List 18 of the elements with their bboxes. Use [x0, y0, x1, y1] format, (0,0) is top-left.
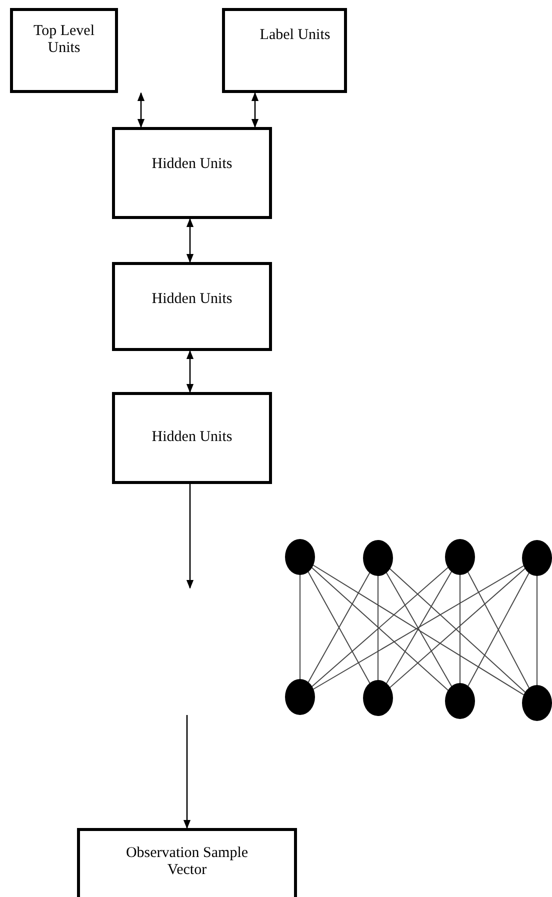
- arrow: [186, 350, 194, 393]
- arrow: [186, 484, 194, 589]
- process-box: [77, 828, 297, 897]
- box-label: Hidden Units: [150, 429, 234, 446]
- arrow: [251, 92, 259, 128]
- box-label: Hidden Units: [150, 291, 234, 308]
- process-box: [222, 8, 347, 93]
- box-label: Hidden Units: [150, 156, 234, 173]
- box-label: Label Units: [258, 27, 332, 44]
- process-box: [10, 8, 118, 93]
- arrow: [186, 218, 194, 263]
- box-label: Observation Sample Vector: [124, 845, 250, 879]
- process-box: [112, 127, 272, 219]
- arrow: [137, 92, 145, 128]
- arrow: [183, 715, 191, 829]
- box-label: Top Level Units: [32, 23, 96, 57]
- process-box: [112, 262, 272, 351]
- process-box: [112, 392, 272, 484]
